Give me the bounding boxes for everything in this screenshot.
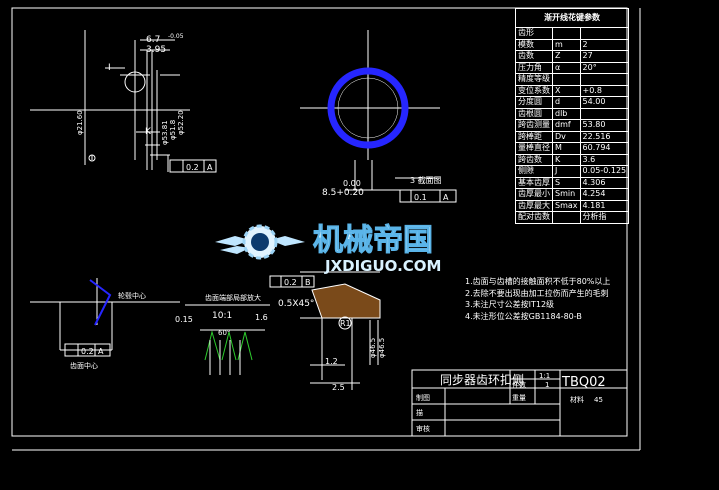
tolerance-frame-pos — [399, 189, 457, 203]
detail-view-left — [30, 278, 180, 357]
jxdiguo-watermark-logo: 机械帝国 JXDIGUO.COM — [215, 223, 441, 274]
title-drawing-no: TBQ02 — [561, 375, 606, 390]
dim-6-7: 6.7 — [146, 35, 160, 45]
technical-notes: 1.齿面与齿槽的接触面积不低于80%以上 2.去除不要出现由加工拉伤而产生的毛刺… — [465, 276, 610, 322]
dim-phi-21-60: φ21.60 — [76, 110, 84, 135]
tol-b-datum: B — [305, 278, 311, 287]
label-detail-enlarge: 齿面端部局部放大 — [205, 293, 261, 302]
dim-8-5: 8.5+0.20 — [322, 188, 364, 198]
mark-K: K — [145, 127, 152, 137]
title-material: 45 — [594, 396, 603, 404]
scale-10-1: 10:1 — [212, 311, 232, 321]
tol-pos-value: 0.1 — [414, 193, 427, 202]
tol-r-datum: A — [207, 163, 213, 172]
dim-2-5: 2.5 — [332, 383, 345, 392]
dim-chamfer: 0.5X45° — [278, 299, 314, 309]
note-4: 4.未注形位公差按GB1184-80-B — [465, 311, 582, 321]
dim-phi-46-5-b: φ46.5 — [378, 338, 386, 358]
tolerance-frame-r — [169, 159, 217, 173]
table-header: 齿形 — [515, 27, 553, 40]
dim-phi-52-20: φ52.20 — [177, 110, 185, 135]
title-block — [411, 369, 628, 437]
dim-r1: R1 — [340, 319, 351, 328]
dim-0-00: 0.00 — [343, 179, 361, 188]
tol-flat-datum: A — [98, 347, 104, 356]
ring-view — [300, 30, 440, 191]
detail-enlarge-view — [185, 304, 270, 375]
dim-phi-46-5-a: φ46.5 — [369, 338, 377, 358]
dim-0-15: 0.15 — [175, 315, 193, 324]
table-title: 渐开线花键参数 — [514, 8, 630, 28]
dim-1-6: 1.6 — [255, 313, 268, 322]
title-material-label: 材料 — [570, 395, 584, 404]
title-check: 描 — [416, 408, 423, 417]
dim-3-95: 3.95 — [146, 45, 166, 55]
label-hub-center: 轮毂中心 — [118, 291, 146, 300]
dim-phi-51-8: φ51.8 — [169, 120, 177, 140]
tolerance-frame-b — [269, 275, 315, 288]
title-count-label: 件数 — [512, 380, 526, 389]
title-part-name: 同步器齿环扣侧 — [440, 373, 524, 387]
mark-I: I — [108, 63, 111, 73]
section-label: 3 截面图 — [410, 175, 442, 185]
logo-cn-text: 机械帝国 — [313, 223, 433, 258]
table-row: 精度等级 — [515, 73, 630, 86]
tol-r-value: 0.2 — [186, 163, 199, 172]
table-row: 配对齿数分析指 — [515, 211, 630, 224]
dim-phi-53-81: φ53.81 — [161, 120, 169, 145]
tol-flat-value: 0.2 — [81, 347, 94, 356]
title-qty: 1 — [545, 381, 549, 389]
note-1: 1.齿面与齿槽的接触面积不低于80%以上 — [465, 277, 611, 286]
section-view-left — [30, 30, 190, 172]
note-2: 2.去除不要出现由加工拉伤而产生的毛刺 — [465, 288, 609, 298]
logo-en-text: JXDIGUO.COM — [324, 257, 441, 274]
profile-section — [300, 271, 381, 390]
tol-pos-datum: A — [443, 193, 449, 202]
title-drawn: 制图 — [416, 393, 430, 402]
dim-6-7-tol: -0.05 — [168, 33, 184, 40]
title-weight-label: 重量 — [512, 394, 526, 402]
angle-60: 60° — [218, 329, 230, 337]
tol-b-value: 0.2 — [284, 278, 297, 287]
gear-wings-icon — [215, 224, 305, 260]
note-3: 3.未注尺寸公差按IT12级 — [465, 300, 555, 309]
dim-1-2: 1.2 — [325, 357, 338, 366]
title-scale: 1:1 — [539, 372, 550, 380]
title-approve: 审核 — [416, 424, 430, 433]
label-tooth-center: 齿面中心 — [70, 361, 98, 370]
